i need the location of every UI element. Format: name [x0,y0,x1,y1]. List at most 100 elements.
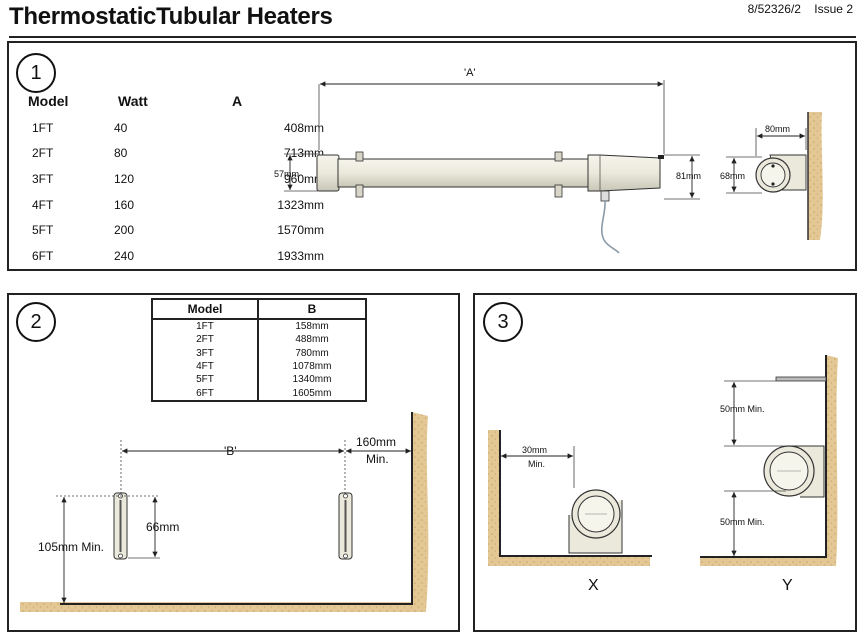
header-b: B [258,299,366,320]
dim-68-label: 68mm [720,171,745,181]
cell-model: 4FT [32,197,54,212]
clearance-diagram-y: 50mm Min. 50mm Min. Y [700,355,838,594]
wall-floor-outline [60,412,413,605]
dim-81-label: 81mm [676,171,701,181]
cell-model: 4FT [152,359,259,374]
reference-number: 8/52326/2 [747,2,801,16]
dim-160-label-line2: Min. [366,452,389,466]
tube-inner-circle [760,162,786,188]
view-label-y: Y [782,577,793,594]
wall-floor-y-outline [700,355,827,558]
section-1-number: 1 [16,53,56,93]
panel-section-3 [473,293,857,632]
header-a: A [232,93,243,109]
table-header-row: Model B [152,299,366,320]
cell-b: 1340mm [292,374,332,386]
cell-b: 780mm [295,347,329,359]
power-cable [600,200,620,254]
dim-30-label-line1: 30mm [522,445,547,455]
cell-a: 408mm [283,120,324,135]
wall-floor-x-outline [499,430,652,557]
screw-bottom [771,182,775,186]
bracket-hole-right-top [343,493,348,499]
table-row: 1FT 40 408mm [20,115,324,141]
issue-label: Issue 2 [814,2,853,16]
table-row: 5FT 200 1570mm [20,217,324,243]
cell-model: 5FT [152,373,259,387]
table-row: 2FT 488mm [152,333,366,347]
cell-b: 1078mm [292,361,332,373]
cell-model: 2FT [152,333,259,347]
cell-model: 5FT [32,223,54,238]
dim-66-label: 66mm [146,520,179,534]
clip-left-bottom [355,184,364,198]
bracket-hole-left-bottom [118,553,123,559]
dim-105-label: 105mm Min. [38,540,104,554]
dim-50-top-label: 50mm Min. [720,404,765,414]
cell-b: 488mm [295,334,329,346]
cell-watt: 40 [114,120,128,135]
heater-side-view: 80mm 68mm [720,112,823,240]
section-2-number: 2 [16,302,56,342]
cable-gland [600,190,610,202]
cell-model: 6FT [152,386,259,401]
panel-section-2 [7,293,460,632]
wall-fixing-diagram: 'B' 160mm Min. 105mm Min. 66mm [20,412,429,612]
dim-80-label: 80mm [765,124,790,134]
cell-a: 1323mm [277,197,324,212]
table-row: 2FT 80 713mm [20,141,324,167]
tube-end-cap [316,154,340,192]
bracket-hole-right-bottom [343,553,348,559]
dim-30-label-line2: Min. [528,459,545,469]
thermostat-housing [587,154,661,192]
cell-watt: 160 [114,197,135,212]
header-model: Model [28,93,69,109]
clip-left-top [355,151,364,162]
model-watt-a-table: Model Watt A 1FT 40 408mm 2FT 80 713mm 3FT 12… [20,92,324,269]
heater-front-view: 'A' 57mm 81mm [274,67,701,254]
cell-watt: 80 [114,146,128,161]
dim-a-label: 'A' [464,67,476,79]
panel-section-1 [7,41,857,271]
title-rule [9,36,856,38]
cell-a: 1570mm [277,223,324,238]
cell-model: 2FT [32,146,54,161]
cell-a: 713mm [283,146,324,161]
thermostat-knob [658,155,664,159]
table-row: 6FT 240 1933mm [20,243,324,269]
clip-right-bottom [554,184,563,198]
table-header-row: Model Watt A [20,92,324,115]
table-row: 1FT 158mm [152,319,366,334]
dim-160-label-line1: 160mm [356,435,396,449]
view-label-x: X [588,577,599,594]
cell-watt: 120 [114,171,135,186]
cell-watt: 240 [114,248,135,263]
cell-b: 158mm [295,321,329,333]
overhead-shelf [775,376,827,382]
cell-a: 1933mm [277,248,324,263]
dim-b-label: 'B' [224,444,237,458]
header-watt: Watt [118,93,148,109]
dim-50-bottom-label: 50mm Min. [720,517,765,527]
cell-model: 1FT [32,120,54,135]
section-3-number: 3 [483,302,523,342]
wall-section-1 [808,112,823,240]
table-row: 5FT 1340mm [152,373,366,387]
cell-b: 1605mm [292,387,332,399]
cell-model: 6FT [32,248,54,263]
table-row: 6FT 1605mm [152,386,366,401]
cell-model: 3FT [32,171,54,186]
cell-model: 1FT [152,319,259,334]
table-row: 4FT 1078mm [152,359,366,374]
document-reference: 8/52326/2 Issue 2 [738,2,853,16]
clip-right-top [554,151,563,162]
header-model: Model [152,299,259,320]
cell-watt: 200 [114,223,135,238]
table-row: 4FT 160 1323mm [20,192,324,218]
clearance-diagram-x: 30mm Min. X [488,430,652,594]
document-title: ThermostaticTubular Heaters [9,3,333,30]
